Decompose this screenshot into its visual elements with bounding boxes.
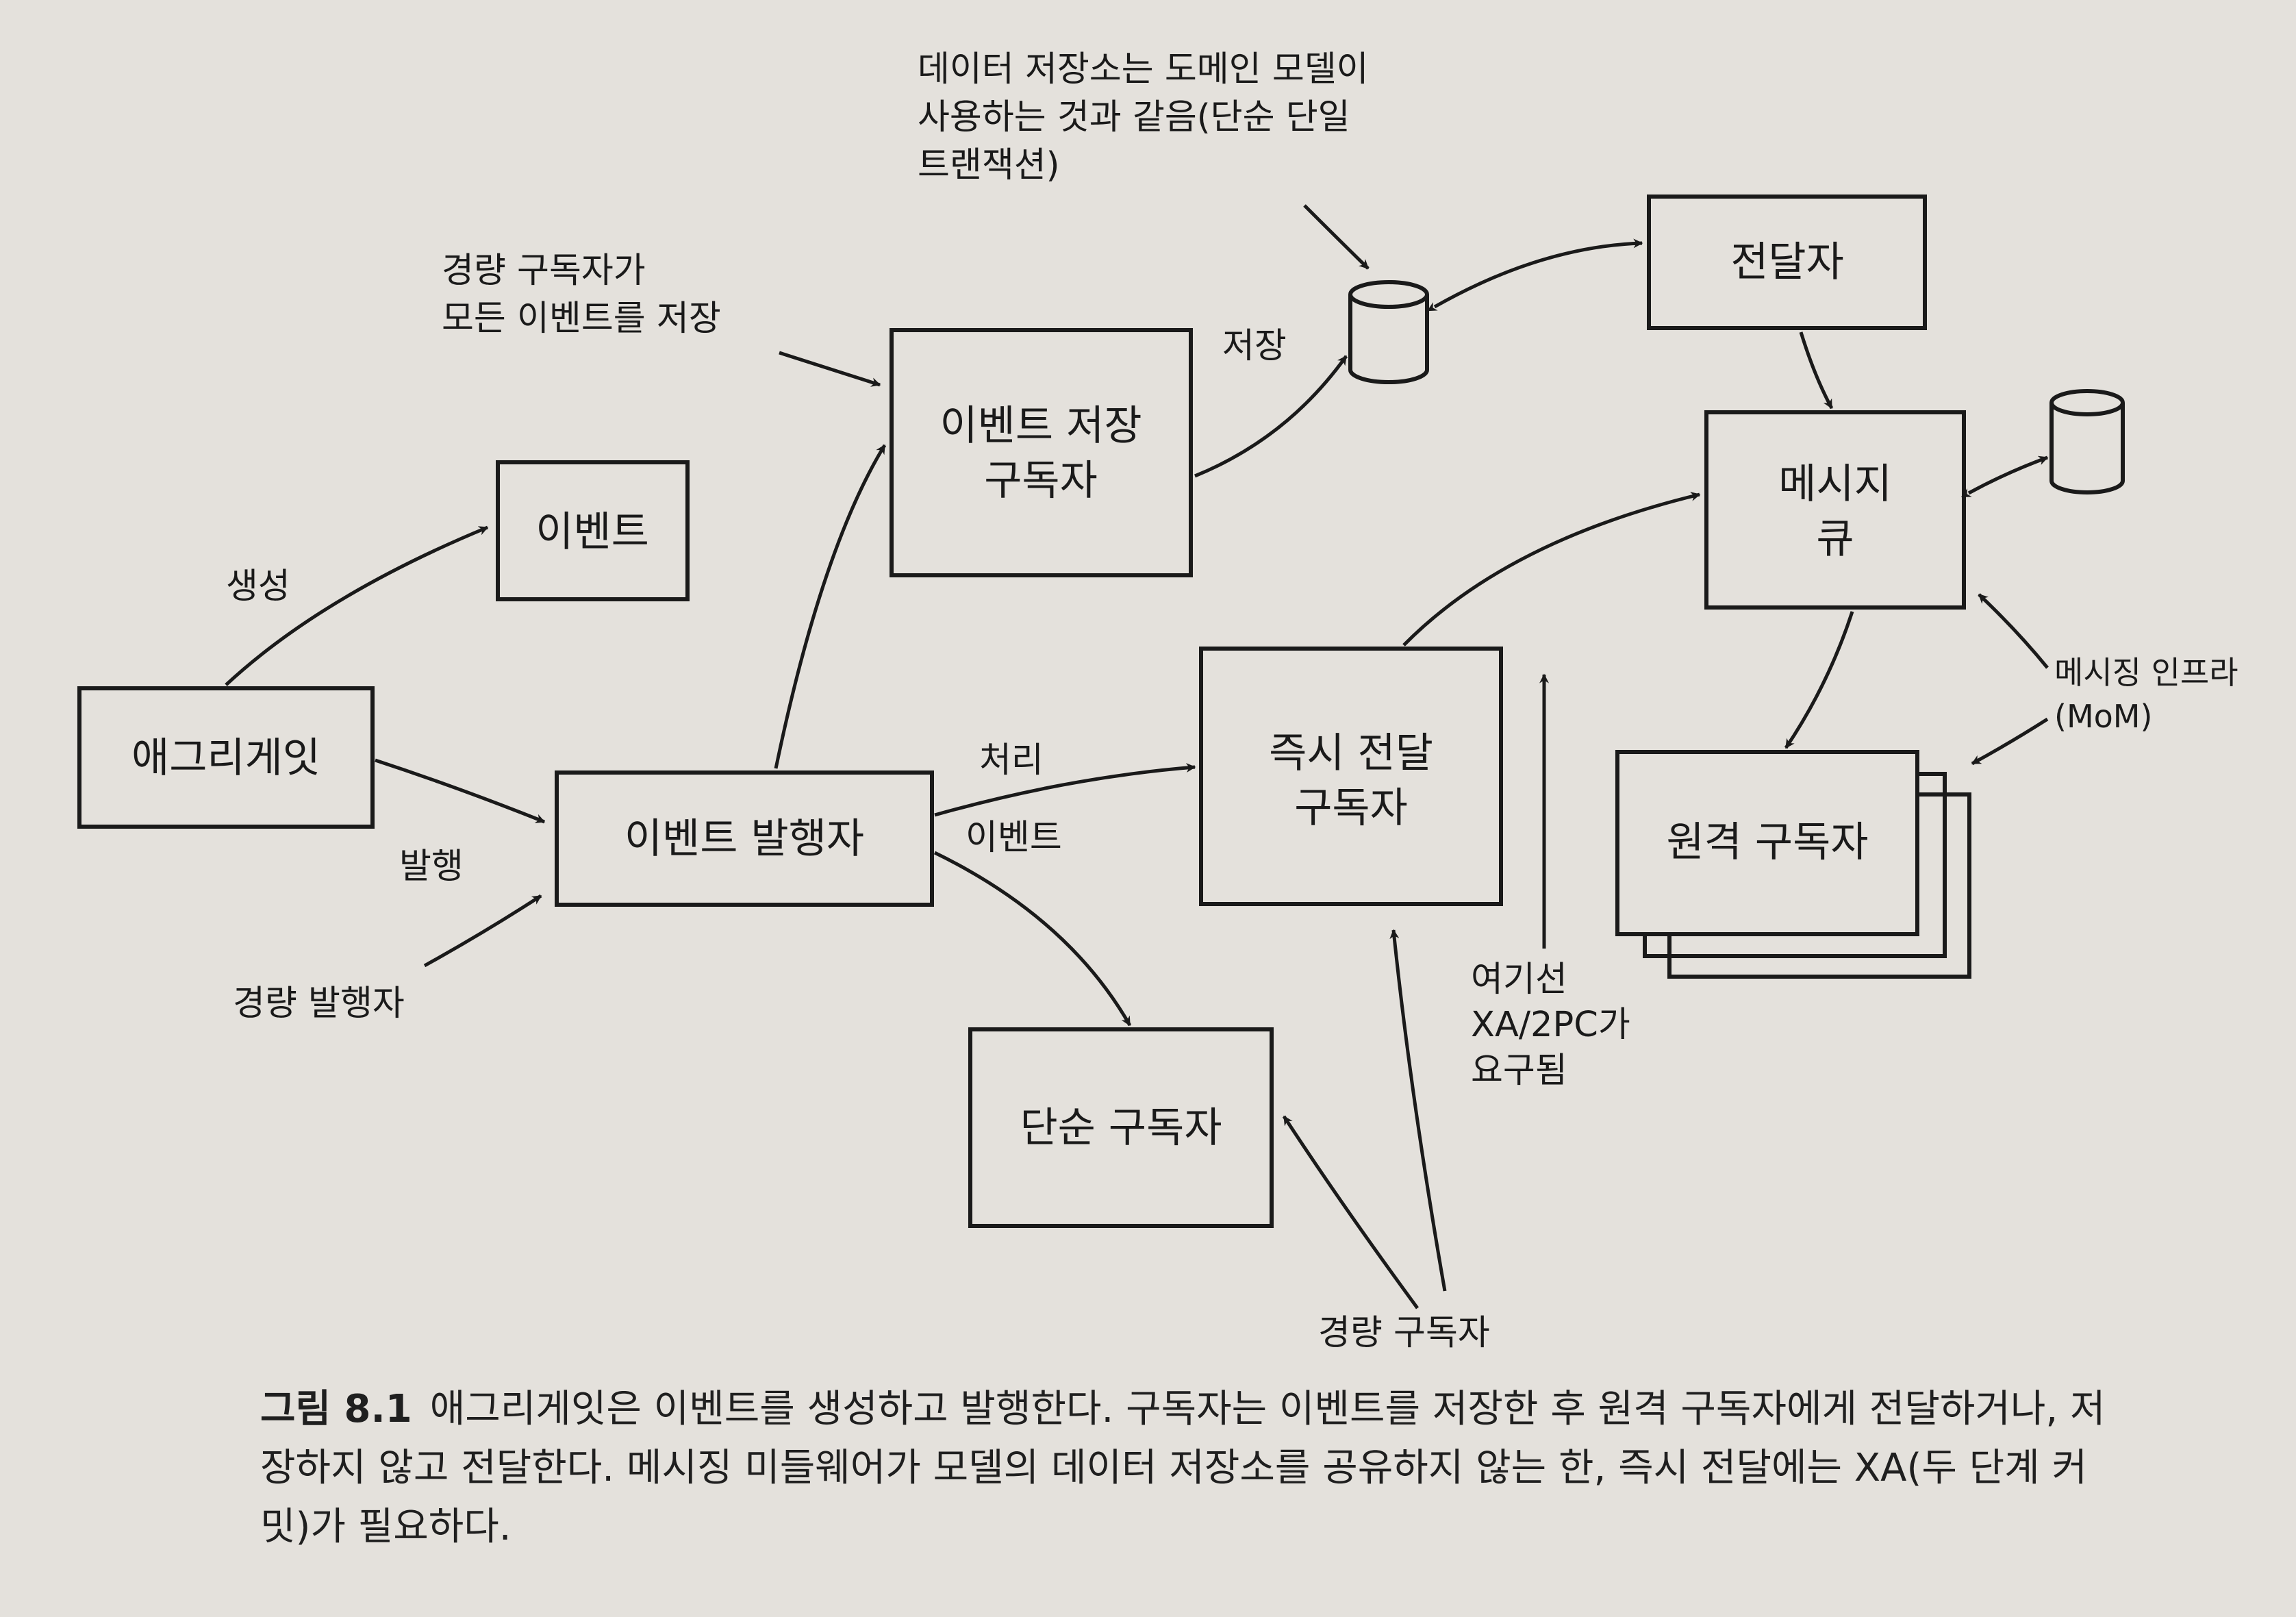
forwarder-label: 전달자 xyxy=(1730,238,1844,286)
message-queue-label-1: 메시지 xyxy=(1778,460,1892,508)
arrow-forwarder-queue xyxy=(1799,331,1834,410)
remote-subscriber-label: 원격 구독자 xyxy=(1666,818,1868,866)
arrow-light-publisher xyxy=(423,894,542,968)
immediate-subscriber-label-1: 즉시 전달 xyxy=(1269,729,1433,777)
arrow-immediate-queue xyxy=(1402,492,1701,647)
store-label: 저장 xyxy=(1222,326,1287,366)
xa-required-label-3: 요구됨 xyxy=(1471,1051,1567,1091)
immediate-subscriber-box xyxy=(1199,647,1503,906)
event-flow-diagram: 애그리게잇 이벤트 이벤트 저장 구독자 이벤트 발행자 즉시 전달 구독자 단… xyxy=(77,49,2238,1353)
arrow-store xyxy=(1194,355,1348,478)
datastore-note-1: 데이터 저장소는 도메인 모델이 xyxy=(918,49,1369,90)
arrow-datastore-note xyxy=(1303,204,1370,270)
forwarder-box xyxy=(1647,195,1927,330)
event-label-arrow: 이벤트 xyxy=(966,818,1062,858)
message-queue-box xyxy=(1704,410,1966,610)
publish-label: 발행 xyxy=(399,847,464,887)
messaging-infra-label-2: (MoM) xyxy=(2054,698,2152,735)
arrow-light-subscriber-simple xyxy=(1282,1115,1420,1309)
event-store-subscriber-label-2: 구독자 xyxy=(984,457,1098,505)
arrow-messaging-infra-queue xyxy=(1978,593,2049,669)
aggregate-box xyxy=(77,686,375,829)
event-store-subscriber-label-1: 이벤트 저장 xyxy=(939,402,1141,450)
light-publisher-label: 경량 발행자 xyxy=(233,983,405,1024)
arrow-light-subscriber-immediate xyxy=(1389,929,1447,1292)
arrow-to-simple-subscriber xyxy=(933,851,1132,1027)
arrow-datastore-forwarder xyxy=(1427,238,1643,312)
arrow-create xyxy=(225,525,489,686)
light-subscriber-stores-label-2: 모든 이벤트를 저장 xyxy=(442,299,721,339)
process-label: 처리 xyxy=(979,740,1044,781)
arrow-queue-remote xyxy=(1784,611,1854,749)
arrow-messaging-infra-remote xyxy=(1971,717,2049,766)
xa-required-label-2: XA/2PC가 xyxy=(1471,1005,1630,1045)
messaging-infra-label-1: 메시징 인프라 xyxy=(2054,654,2238,691)
event-label: 이벤트 xyxy=(535,508,649,556)
remote-subscriber-box xyxy=(1615,750,1919,936)
datastore-note-3: 트랜잭션) xyxy=(918,145,1060,186)
arrow-to-store-subscriber xyxy=(774,444,887,769)
event-publisher-box xyxy=(555,770,934,907)
event-box xyxy=(496,460,690,601)
xa-required-label-1: 여기선 xyxy=(1471,960,1567,1000)
arrow-process-event xyxy=(934,763,1196,817)
datastore-note-2: 사용하는 것과 같음(단순 단일 xyxy=(918,97,1350,138)
light-subscriber-stores-label-1: 경량 구독자가 xyxy=(442,251,646,291)
event-publisher-label: 이벤트 발행자 xyxy=(625,815,864,863)
simple-subscriber-box xyxy=(968,1027,1274,1228)
create-label: 생성 xyxy=(226,566,290,607)
aggregate-label: 애그리게잇 xyxy=(131,734,320,782)
caption-text: 애그리게잇은 이벤트를 생성하고 발행한다. 구독자는 이벤트를 저장한 후 원… xyxy=(260,1387,2106,1549)
light-subscriber-label: 경량 구독자 xyxy=(1318,1313,1490,1353)
message-queue-label-2: 큐 xyxy=(1816,515,1854,563)
datastore-cylinder xyxy=(1348,280,1429,384)
arrow-light-subscriber-stores xyxy=(779,351,881,387)
figure-number: 그림 8.1 xyxy=(260,1387,412,1431)
queue-storage-cylinder xyxy=(2049,389,2125,494)
arrow-publish xyxy=(375,758,546,824)
simple-subscriber-label: 단순 구독자 xyxy=(1020,1104,1222,1152)
immediate-subscriber-label-2: 구독자 xyxy=(1294,784,1408,832)
event-store-subscriber-box xyxy=(890,328,1193,577)
arrow-queue-storage xyxy=(1960,455,2049,498)
